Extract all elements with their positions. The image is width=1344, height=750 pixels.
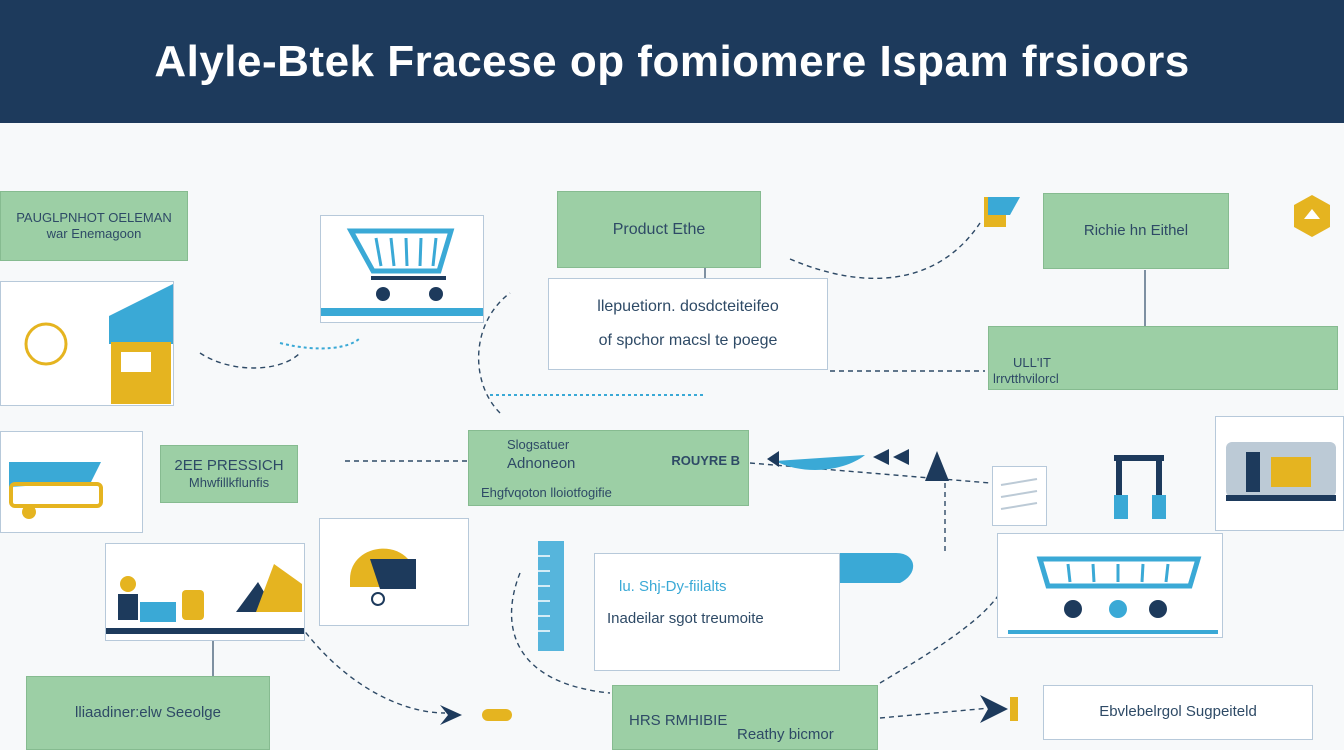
- node-conveyor-card: [997, 533, 1223, 638]
- node-top-left-line1: PAUGLPNHOT OELEMAN: [16, 209, 172, 225]
- arrow-glyphs-icon: [767, 449, 949, 481]
- node-center-line2: Adnoneon: [507, 455, 576, 472]
- node-pressich-line1: 2EE PRESSICH: [174, 456, 284, 474]
- shopping-cart-icon: [321, 228, 483, 316]
- node-position-line2: of spchor macsl te poege: [598, 332, 778, 349]
- target-icon: [24, 284, 173, 404]
- helmet-icon: [350, 548, 416, 606]
- node-cart-card: [320, 215, 484, 323]
- connector-mid-to-bottom: [510, 572, 611, 694]
- node-pressich: 2EE PRESSICH Mhwfillkflunfis: [160, 445, 298, 503]
- vehicle-icon: [9, 462, 103, 519]
- node-right-top-label: Richie hn Eithel: [1083, 221, 1189, 239]
- node-blue-card: lu. Shj-Dy-fiilalts Inadeilar sgot treum…: [594, 553, 840, 671]
- document-icon: [1000, 478, 1038, 510]
- crane-icon: [1114, 455, 1166, 519]
- node-right-mid: ULL'IT lrrvtthvilorcl: [988, 326, 1338, 390]
- node-bottom-right-label: Ebvlebelrgol Sugpeiteld: [1099, 703, 1257, 721]
- arrowhead-icon: [440, 705, 512, 725]
- node-documents-card: [992, 466, 1047, 526]
- connector-blue-swoosh-2: [279, 337, 361, 350]
- node-right-top: Richie hn Eithel: [1043, 193, 1229, 269]
- arrowhead-right-icon: [980, 695, 1018, 723]
- blue-tab-icon: [840, 553, 914, 583]
- node-center-green: Slogsatuer Adnoneon Ehgfvqoton lloiotfog…: [468, 430, 749, 506]
- connector-bottomright: [879, 707, 991, 719]
- node-blue-line2: Inadeilar sgot treumoite: [607, 610, 764, 627]
- node-center-line3: Ehgfvqoton lloiotfogifie: [481, 485, 612, 500]
- node-helmet-card: [319, 518, 469, 626]
- node-bottom-right: Ebvlebelrgol Sugpeiteld: [1043, 685, 1313, 740]
- connector-blue-to-bottom: [879, 592, 1001, 684]
- node-right-mid-line2: lrrvtthvilorcl: [993, 371, 1059, 386]
- node-product-ethe-label: Product Ethe: [612, 220, 706, 238]
- node-top-left: PAUGLPNHOT OELEMAN war Enemagoon: [0, 191, 188, 261]
- node-machine-card: [1215, 416, 1344, 531]
- node-worker-card: [105, 543, 305, 641]
- flag-icon: [984, 197, 1020, 227]
- node-bottom-mid-line1: HRS RMHIBIE: [629, 712, 728, 729]
- node-product-ethe: Product Ethe: [557, 191, 761, 268]
- node-bottom-mid-line2: Reathy bicmor: [737, 726, 834, 743]
- connector-bottom-curve: [294, 617, 446, 714]
- node-vehicle-card: [0, 431, 143, 533]
- flow-diagram: PAUGLPNHOT OELEMAN war Enemagoon Product…: [0, 123, 1344, 750]
- conveyor-icon: [1008, 556, 1218, 634]
- ruler-icon: [538, 541, 564, 651]
- node-bottom-mid: HRS RMHIBIE Reathy bicmor: [612, 685, 878, 750]
- node-top-left-line2: war Enemagoon: [46, 226, 142, 241]
- node-left-illustration: [0, 281, 174, 406]
- connector-product-to-right: [789, 222, 981, 280]
- node-bottom-left-label: lliaadiner:elw Seeolge: [75, 703, 221, 721]
- connector-left-to-center: [199, 352, 301, 369]
- node-pressich-line2: Mhwfillkflunfis: [188, 475, 270, 491]
- node-blue-line1: lu. Shj-Dy-fiilalts: [619, 578, 727, 595]
- node-position-line1: llepuetiorn. dosdcteiteifeo: [597, 298, 779, 315]
- node-position-card: llepuetiorn. dosdcteiteifeo of spchor ma…: [548, 278, 828, 370]
- header-banner: Alyle-Btek Fracese op fomiomere Ispam fr…: [0, 0, 1344, 123]
- node-right-mid-line1: ULL'IT: [1013, 355, 1051, 370]
- machine-icon: [1226, 442, 1336, 501]
- node-bottom-left: lliaadiner:elw Seeolge: [26, 676, 270, 750]
- node-center-tag: ROUYRE B: [671, 453, 740, 468]
- gold-badge-icon: [1294, 195, 1330, 237]
- page-title: Alyle-Btek Fracese op fomiomere Ispam fr…: [154, 36, 1190, 86]
- worker-icon: [106, 564, 304, 634]
- connector-cart-to-position: [477, 292, 511, 414]
- node-center-line1: Slogsatuer: [507, 437, 570, 452]
